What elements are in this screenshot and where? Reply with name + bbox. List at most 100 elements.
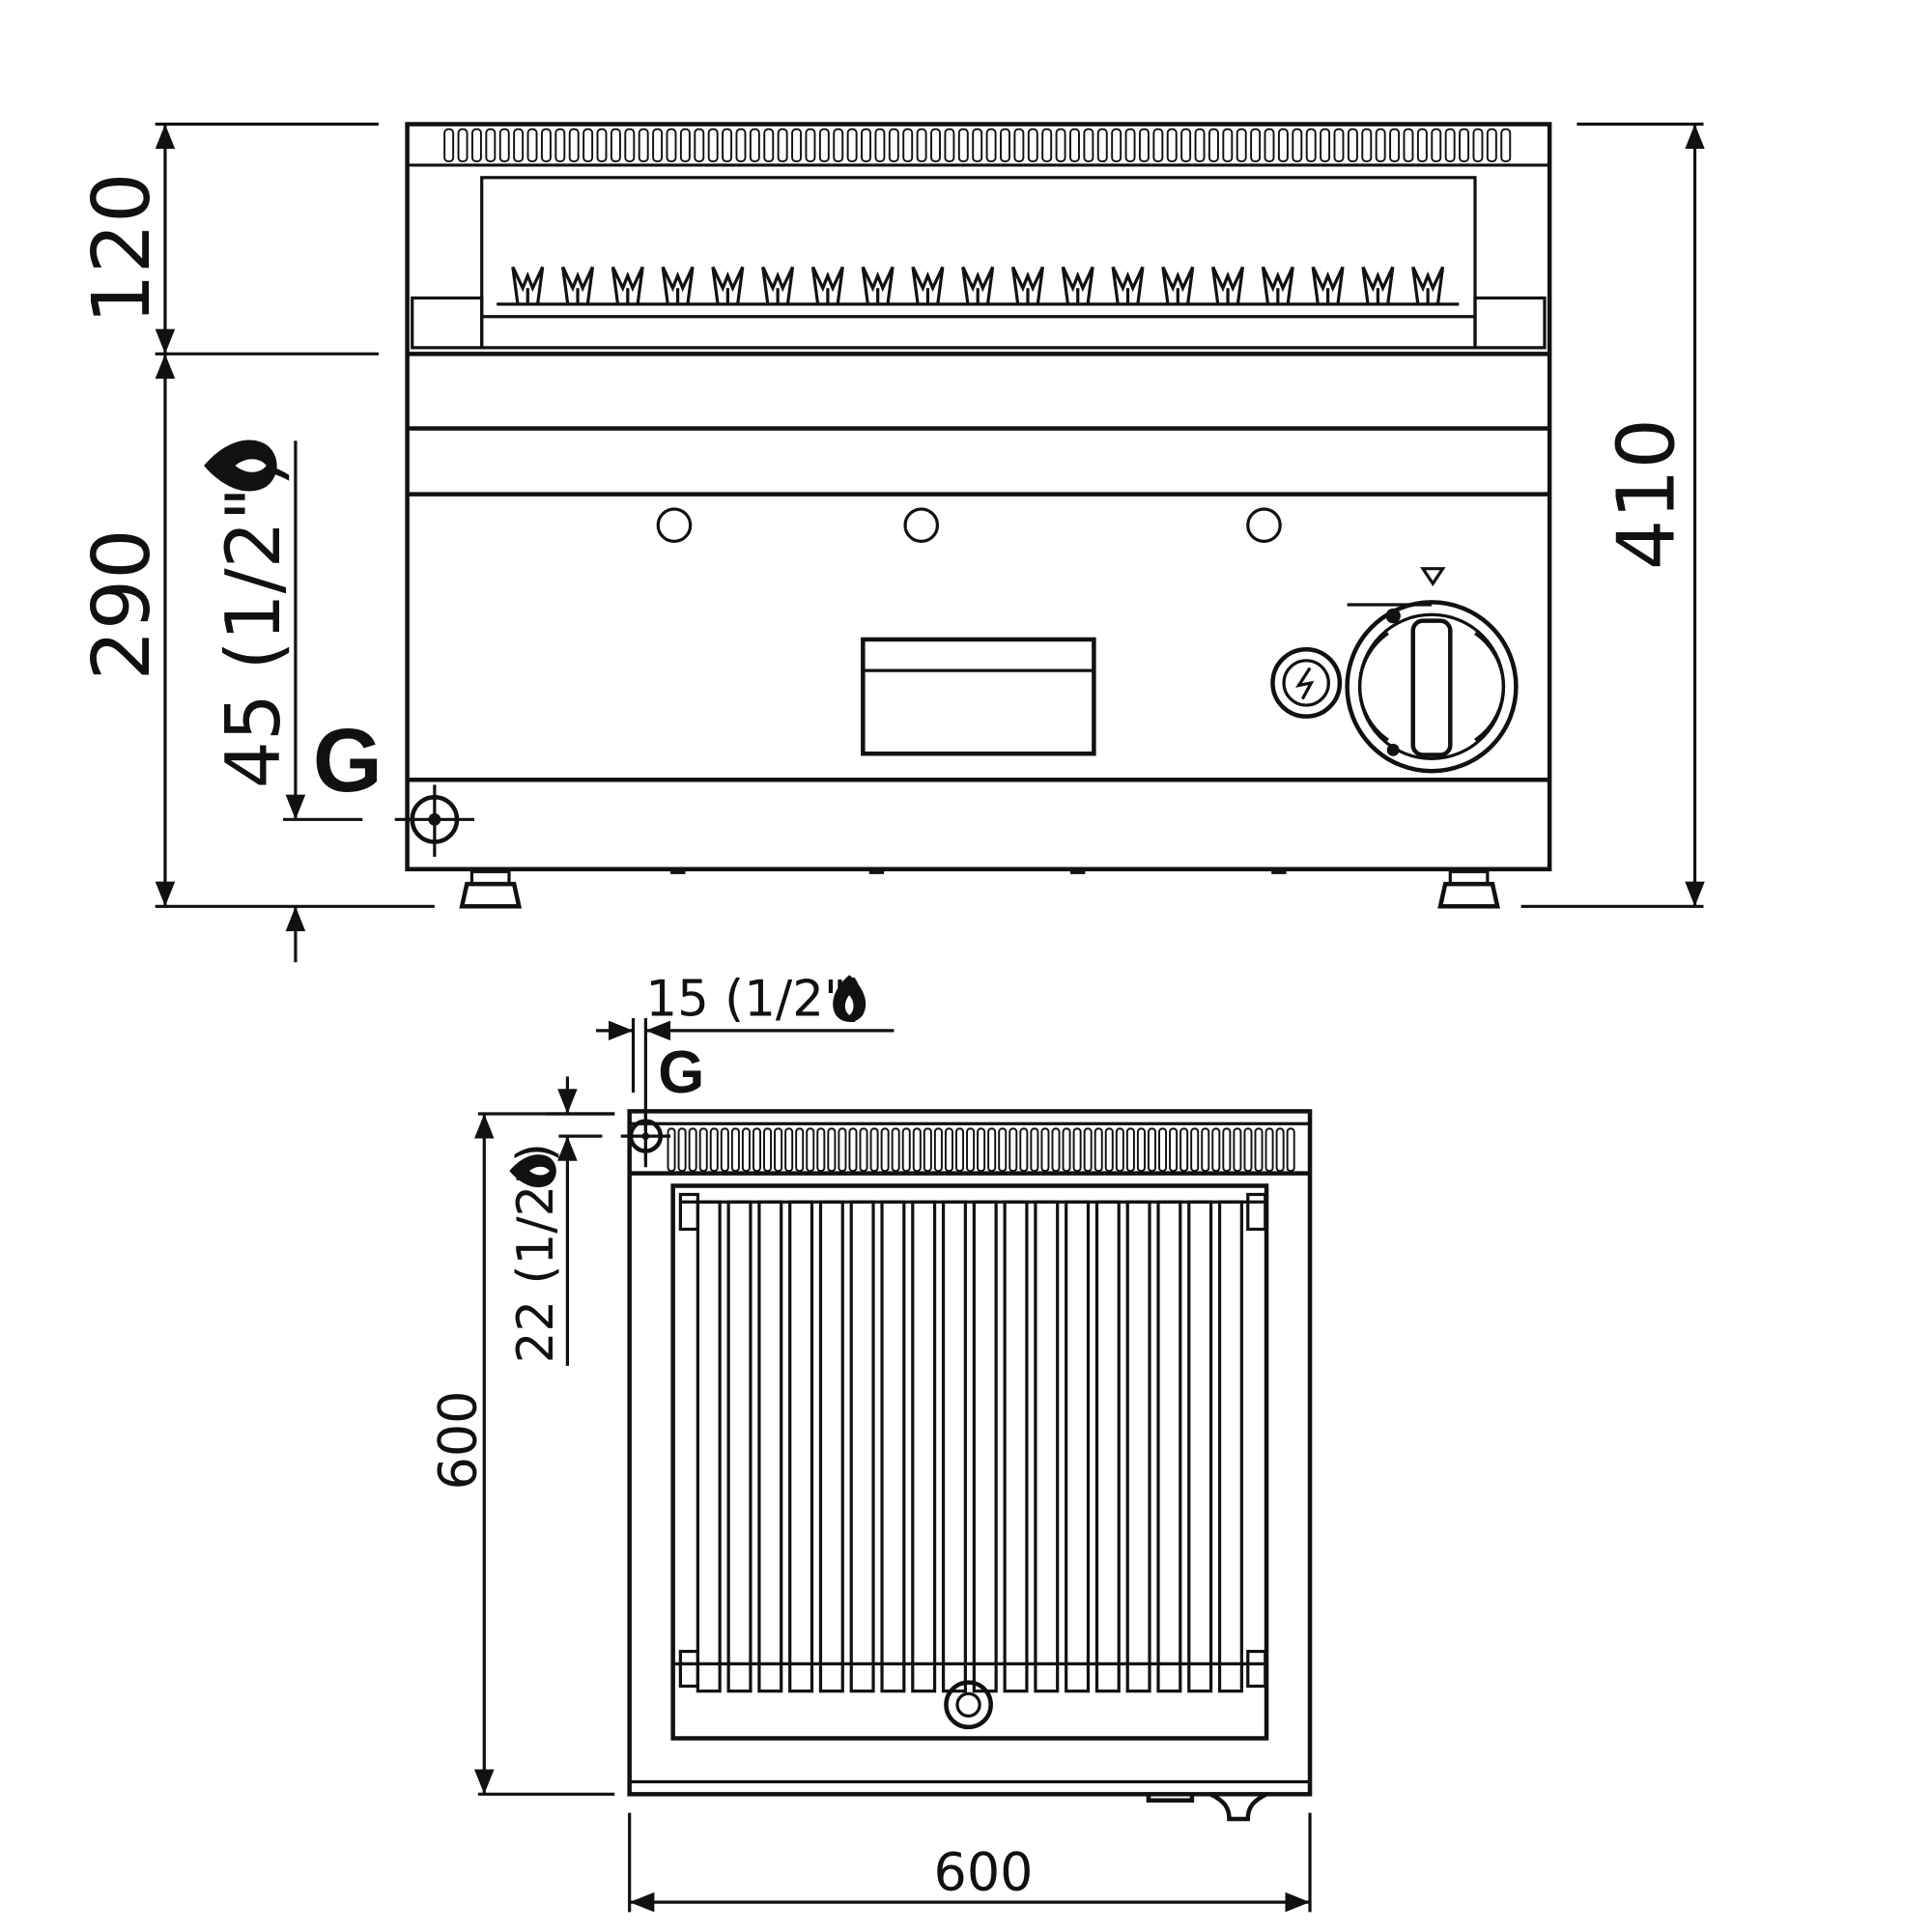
vent-fin xyxy=(1147,1127,1156,1173)
gas-label: G xyxy=(313,710,383,810)
vent-fin xyxy=(1486,128,1497,163)
vent-fin xyxy=(816,1127,826,1173)
vent-fin xyxy=(957,128,969,163)
vent-fin xyxy=(1000,128,1010,163)
vent-fin xyxy=(1292,128,1303,163)
vent-fin xyxy=(1072,1127,1082,1173)
burner-flame xyxy=(1411,266,1445,305)
vent-fin xyxy=(818,128,830,163)
burner-flame xyxy=(861,266,895,305)
gas-connection-icon xyxy=(394,784,475,857)
vent-fin xyxy=(1416,128,1428,163)
vent-fin xyxy=(1179,1127,1189,1173)
vent-fin xyxy=(977,1127,986,1173)
vent-fin xyxy=(774,1127,783,1173)
vent-fin xyxy=(827,1127,837,1173)
vent-fin xyxy=(1115,1127,1124,1173)
pilot-hole xyxy=(656,507,693,544)
vent-fin xyxy=(930,128,941,163)
vent-fin xyxy=(1051,1127,1061,1173)
top-dimensions: 600 600 15 (1/2") G 22 (1/2") xyxy=(427,970,1312,1913)
drain-hole xyxy=(944,1680,993,1730)
vent-fin xyxy=(791,128,803,163)
burner-flames xyxy=(497,266,1460,306)
vent-fin xyxy=(1250,128,1262,163)
vent-fin xyxy=(1305,128,1317,163)
vent-fin xyxy=(666,128,677,163)
vent-fin xyxy=(513,128,525,163)
front-view xyxy=(394,122,1552,909)
grill-bar xyxy=(1125,1200,1151,1693)
vent-fin xyxy=(498,128,510,163)
vent-fin xyxy=(923,1127,932,1173)
burner-flame xyxy=(810,266,844,305)
grill-bar xyxy=(788,1200,814,1693)
vent-fin xyxy=(944,128,955,163)
vent-fin xyxy=(1286,1127,1295,1173)
vent-fin xyxy=(568,128,580,163)
grill-bar xyxy=(1094,1200,1121,1693)
dim-gas-side-offset: 15 (1/2") xyxy=(645,970,866,1028)
vent-fin xyxy=(457,128,469,163)
vent-fin xyxy=(1069,128,1080,163)
vent-fin xyxy=(1190,1127,1200,1173)
vent-fin xyxy=(1431,128,1442,163)
vent-fin xyxy=(1194,128,1206,163)
grill-bar xyxy=(849,1200,875,1693)
vent-fin xyxy=(1333,128,1345,163)
grill-bar xyxy=(972,1200,998,1693)
vent-fin xyxy=(861,128,871,163)
grill-bar xyxy=(1034,1200,1060,1693)
vent-fin xyxy=(763,1127,773,1173)
vent-fin xyxy=(846,128,858,163)
vent-fin xyxy=(679,128,691,163)
adjustable-foot xyxy=(459,869,523,909)
vent-fin xyxy=(763,128,775,163)
vent-fin xyxy=(1083,1127,1093,1173)
rear-vent-fins xyxy=(667,1127,1295,1173)
grill-bar xyxy=(1187,1200,1213,1693)
vent-fin xyxy=(1233,1127,1242,1173)
burner-flame xyxy=(961,266,995,305)
vent-fin xyxy=(795,1127,805,1173)
vent-fin xyxy=(1180,128,1192,163)
vent-fin xyxy=(1222,1127,1232,1173)
vent-fin xyxy=(998,1127,1008,1173)
vent-fin xyxy=(1138,128,1150,163)
burner-flame xyxy=(1111,266,1145,305)
burner-flame xyxy=(611,266,644,305)
vent-fin xyxy=(1055,128,1066,163)
burner-flame xyxy=(661,266,695,305)
vent-fin xyxy=(582,128,594,163)
vent-fin xyxy=(707,128,719,163)
vent-fin xyxy=(688,1127,697,1173)
grill-bar xyxy=(818,1200,844,1693)
burner-flame xyxy=(511,266,545,305)
grill-bar xyxy=(880,1200,906,1693)
drip-drawer[interactable] xyxy=(861,637,1096,756)
vent-fin xyxy=(1264,1127,1274,1173)
vent-fin xyxy=(944,1127,953,1173)
vent-fin xyxy=(859,1127,868,1173)
dim-290: 290 xyxy=(76,528,168,680)
burner-flame xyxy=(1261,266,1294,305)
vent-fin xyxy=(1166,128,1178,163)
pilot-hole xyxy=(1246,507,1282,544)
vent-fin xyxy=(1201,1127,1210,1173)
vent-fin xyxy=(987,1127,997,1173)
vent-fin xyxy=(1254,1127,1264,1173)
vent-fin xyxy=(540,128,552,163)
grill-bar xyxy=(941,1200,967,1693)
vent-fin xyxy=(1169,1127,1179,1173)
rotary-knob-icon[interactable] xyxy=(1345,567,1519,774)
vent-fin xyxy=(749,128,760,163)
vent-fin xyxy=(805,128,816,163)
vent-fin xyxy=(1459,128,1470,163)
vent-fin xyxy=(638,128,649,163)
spark-ignition-icon[interactable] xyxy=(1270,646,1343,719)
indicator-triangle-icon xyxy=(1420,567,1446,587)
burner-flame xyxy=(1161,266,1195,305)
vent-fin xyxy=(784,1127,794,1173)
top-view xyxy=(620,1109,1313,1822)
knob-outline-top xyxy=(1146,1794,1195,1804)
